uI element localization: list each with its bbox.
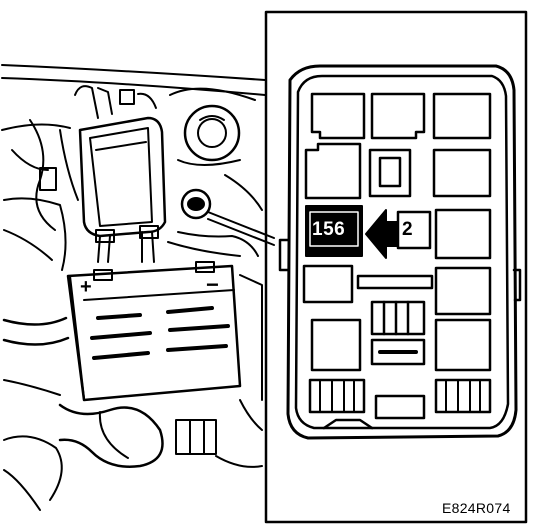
leader-line bbox=[207, 211, 275, 239]
drawing-code: E824R074 bbox=[442, 500, 511, 516]
battery-minus-terminal: − bbox=[206, 272, 219, 297]
relay-position-label: 2 bbox=[402, 219, 413, 240]
relay-number-label: 156 bbox=[312, 219, 346, 240]
detail-panel-border bbox=[264, 10, 528, 524]
position-arrow bbox=[365, 209, 432, 259]
relay-156-highlight bbox=[305, 205, 363, 257]
battery-plus-terminal: + bbox=[80, 276, 92, 298]
fusebox-cover bbox=[278, 64, 522, 440]
relay-sockets bbox=[302, 92, 492, 430]
engine-bay bbox=[1, 64, 266, 511]
